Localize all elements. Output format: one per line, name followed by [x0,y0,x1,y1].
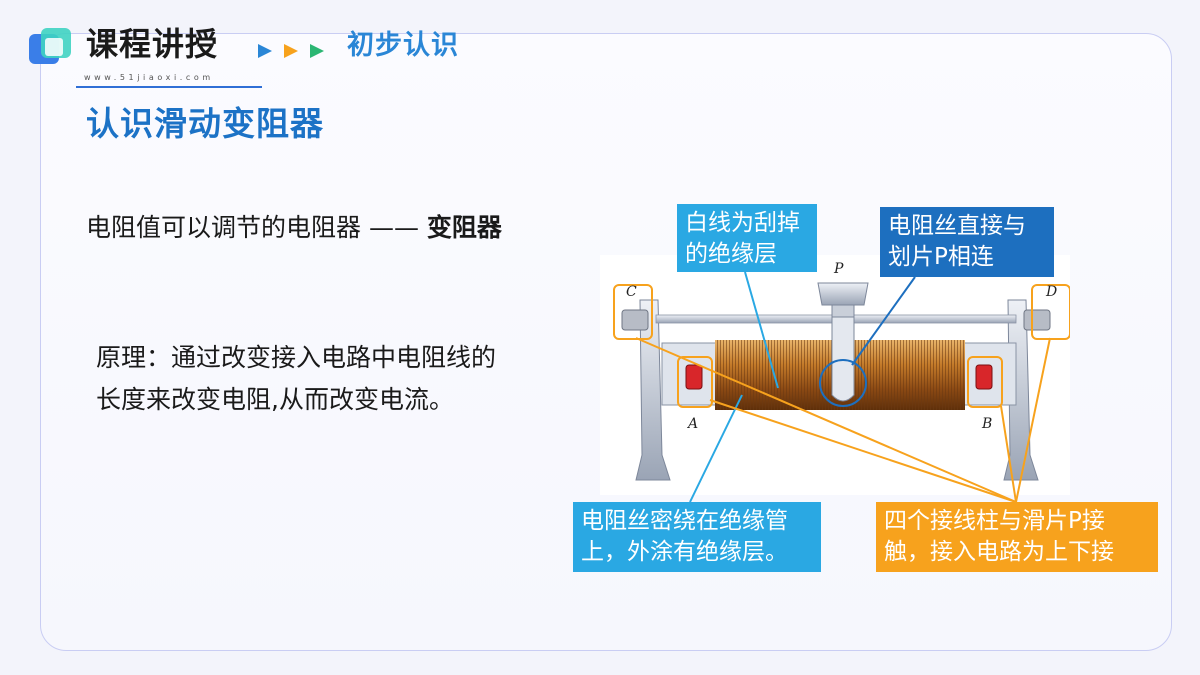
site-url: www.51jiaoxi.com [84,73,214,82]
logo-icon [29,28,71,64]
header-title: 课程讲授 [86,25,219,63]
header-underline [76,86,262,88]
section-label: 初步认识 [347,30,459,61]
terminal-label-a: A [688,416,699,432]
definition-prefix: 电阻值可以调节的电阻器 —— [86,213,427,242]
principle-text: 原理：通过改变接入电路中电阻线的长度来改变电阻,从而改变电流。 [96,343,497,414]
definition-term: 变阻器 [426,213,502,242]
callout-wire-slider: 电阻丝直接与划片P相连 [880,207,1054,277]
slide-title: 认识滑动变阻器 [86,104,324,143]
definition-text: 电阻值可以调节的电阻器 —— 变阻器 [86,207,502,249]
terminal-label-c: C [626,284,637,300]
slider-label-p: P [834,261,844,277]
callout-insulation-removed: 白线为刮掉的绝缘层 [677,204,817,272]
callout-terminals: 四个接线柱与滑片P接触，接入电路为上下接 [876,502,1158,572]
callout-wire-wound: 电阻丝密绕在绝缘管上，外涂有绝缘层。 [573,502,821,572]
triple-arrow-icon [258,44,324,58]
terminal-label-d: D [1046,284,1058,300]
terminal-label-b: B [982,416,993,432]
rheostat-illustration [600,255,1070,495]
